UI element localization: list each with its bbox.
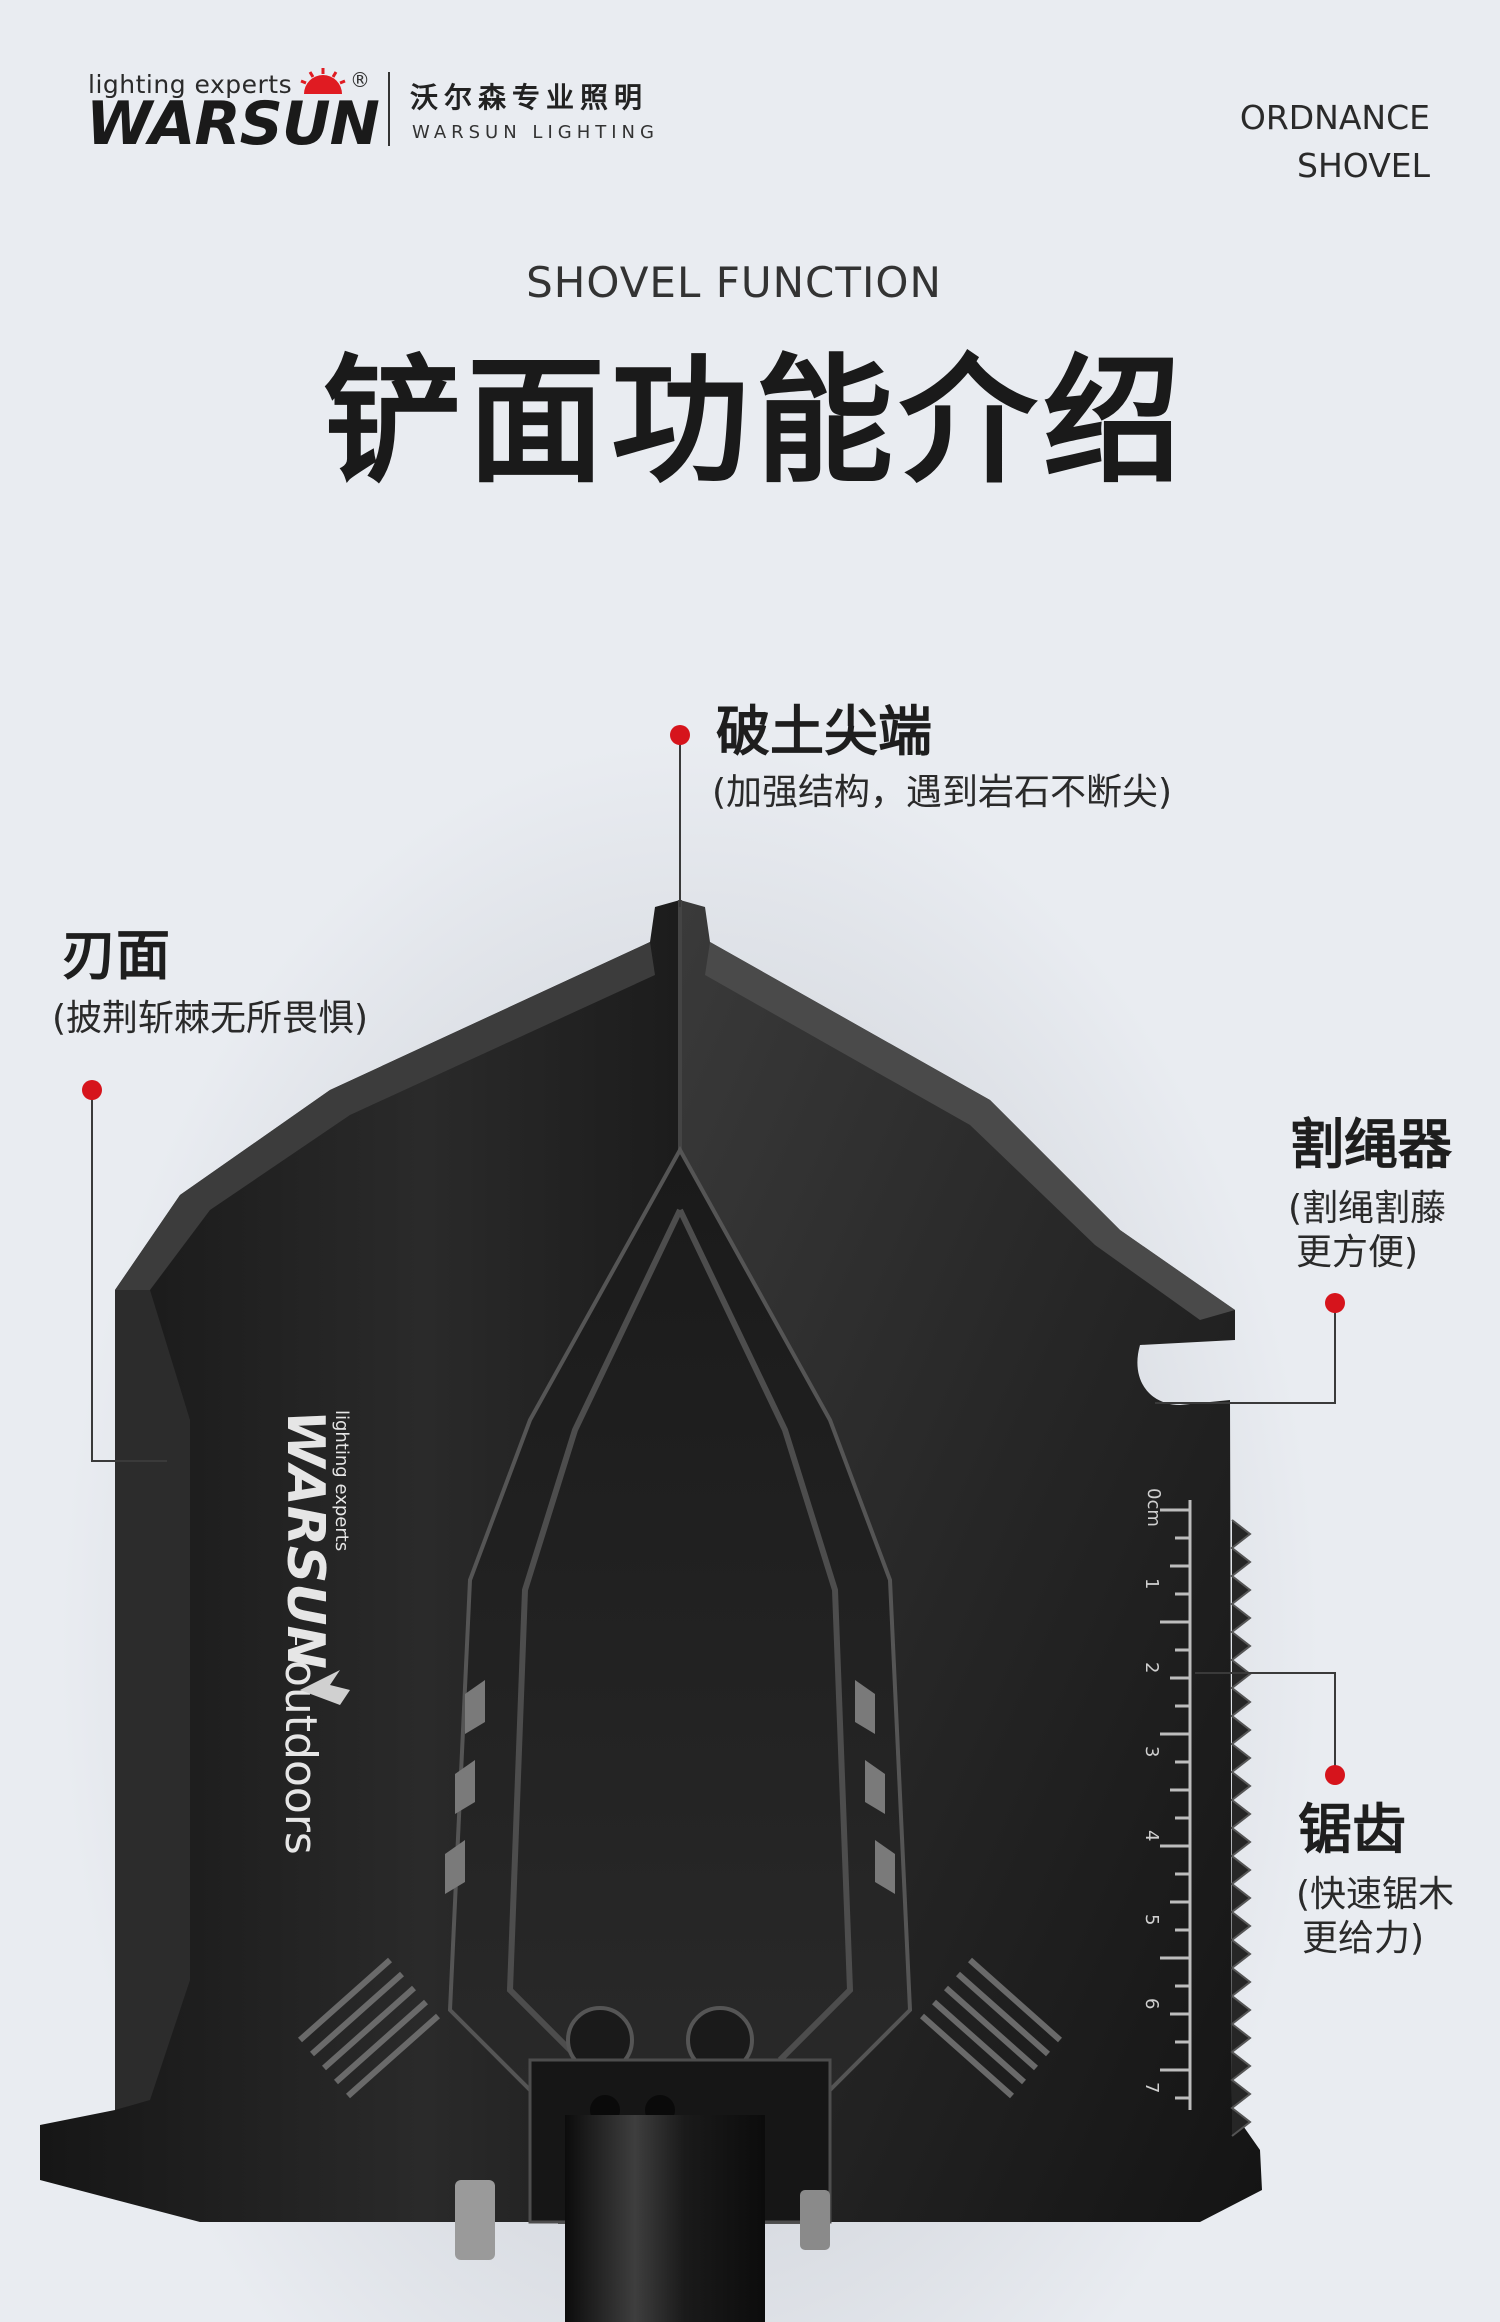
shovel-tagline: lighting experts [331, 1410, 352, 1551]
blade-bevel-left [115, 942, 655, 1290]
sun-logo-icon [300, 68, 346, 94]
callout-cutter-title: 割绳器 [1290, 1113, 1452, 1176]
callout-tip-title: 破土尖端 [716, 700, 932, 763]
callout-dot-saw [1325, 1765, 1345, 1785]
callout-saw-desc-2: 更给力) [1302, 1918, 1425, 1959]
brand-logo: WARSUN [86, 89, 380, 159]
leader-saw-h [1195, 1672, 1335, 1674]
hinge-knob [455, 2180, 495, 2260]
product-type-line-2: SHOVEL [1297, 146, 1430, 185]
callout-tip-desc: (加强结构，遇到岩石不断尖) [712, 772, 1173, 813]
ruler-number: 5 [1141, 1914, 1162, 1925]
ruler-number: 4 [1141, 1830, 1162, 1841]
section-title-cn: 铲面功能介绍 [322, 341, 1187, 502]
product-type: ORDNANCE SHOVEL [1240, 94, 1430, 190]
blade-grip-ribs [298, 1957, 1062, 2099]
leader-blade-v [91, 1090, 93, 1460]
callout-saw-title: 锯齿 [1298, 1798, 1406, 1861]
ruler-number: 7 [1141, 2082, 1162, 2093]
callout-blade-desc: (披荆斩棘无所畏惧) [52, 998, 369, 1039]
registered-mark: ® [350, 68, 370, 92]
brand-name-en: WARSUN LIGHTING [412, 122, 659, 143]
callout-dot-blade [82, 1080, 102, 1100]
blade-left-edge [115, 1290, 190, 2110]
blade-bevel-right [705, 942, 1235, 1320]
callout-dot-cutter [1325, 1293, 1345, 1313]
brand-name-cn: 沃尔森专业照明 [410, 81, 649, 114]
blade-slots [445, 1680, 895, 1894]
callout-blade-title: 刃面 [62, 924, 170, 987]
ruler-number: 6 [1141, 1998, 1162, 2009]
brand-header: lighting experts ® WARSUN 沃尔森专业照明 WARSUN… [86, 62, 688, 159]
leader-blade-h [91, 1460, 167, 1462]
brand-tagline: lighting experts [88, 70, 293, 99]
callout-saw-desc-1: (快速锯木 [1296, 1874, 1455, 1915]
ruler-number: 2 [1141, 1662, 1162, 1673]
mountain-icon [300, 1670, 350, 1705]
callout-cutter-desc-1: (割绳割藤 [1288, 1188, 1447, 1229]
ruler-number: 1 [1141, 1578, 1162, 1589]
leader-cutter-v [1334, 1303, 1336, 1403]
leader-tip [679, 735, 681, 907]
shovel-logo: WARSUN [275, 1410, 335, 1669]
saw-teeth [1230, 1519, 1252, 2137]
product-type-line-1: ORDNANCE [1239, 98, 1430, 137]
leader-cutter-h [1155, 1402, 1336, 1404]
handle-shaft [565, 2115, 765, 2322]
ruler-scale [1160, 1500, 1192, 2110]
ruler-unit-label: 0cm [1143, 1488, 1164, 1527]
leader-saw-v [1334, 1672, 1336, 1775]
section-title-en: SHOVEL FUNCTION [526, 258, 942, 307]
brand-divider [388, 72, 390, 146]
callout-cutter-desc-2: 更方便) [1296, 1232, 1419, 1273]
callout-dot-tip [670, 725, 690, 745]
hinge-knob [800, 2190, 830, 2250]
ruler-number: 3 [1141, 1746, 1162, 1757]
